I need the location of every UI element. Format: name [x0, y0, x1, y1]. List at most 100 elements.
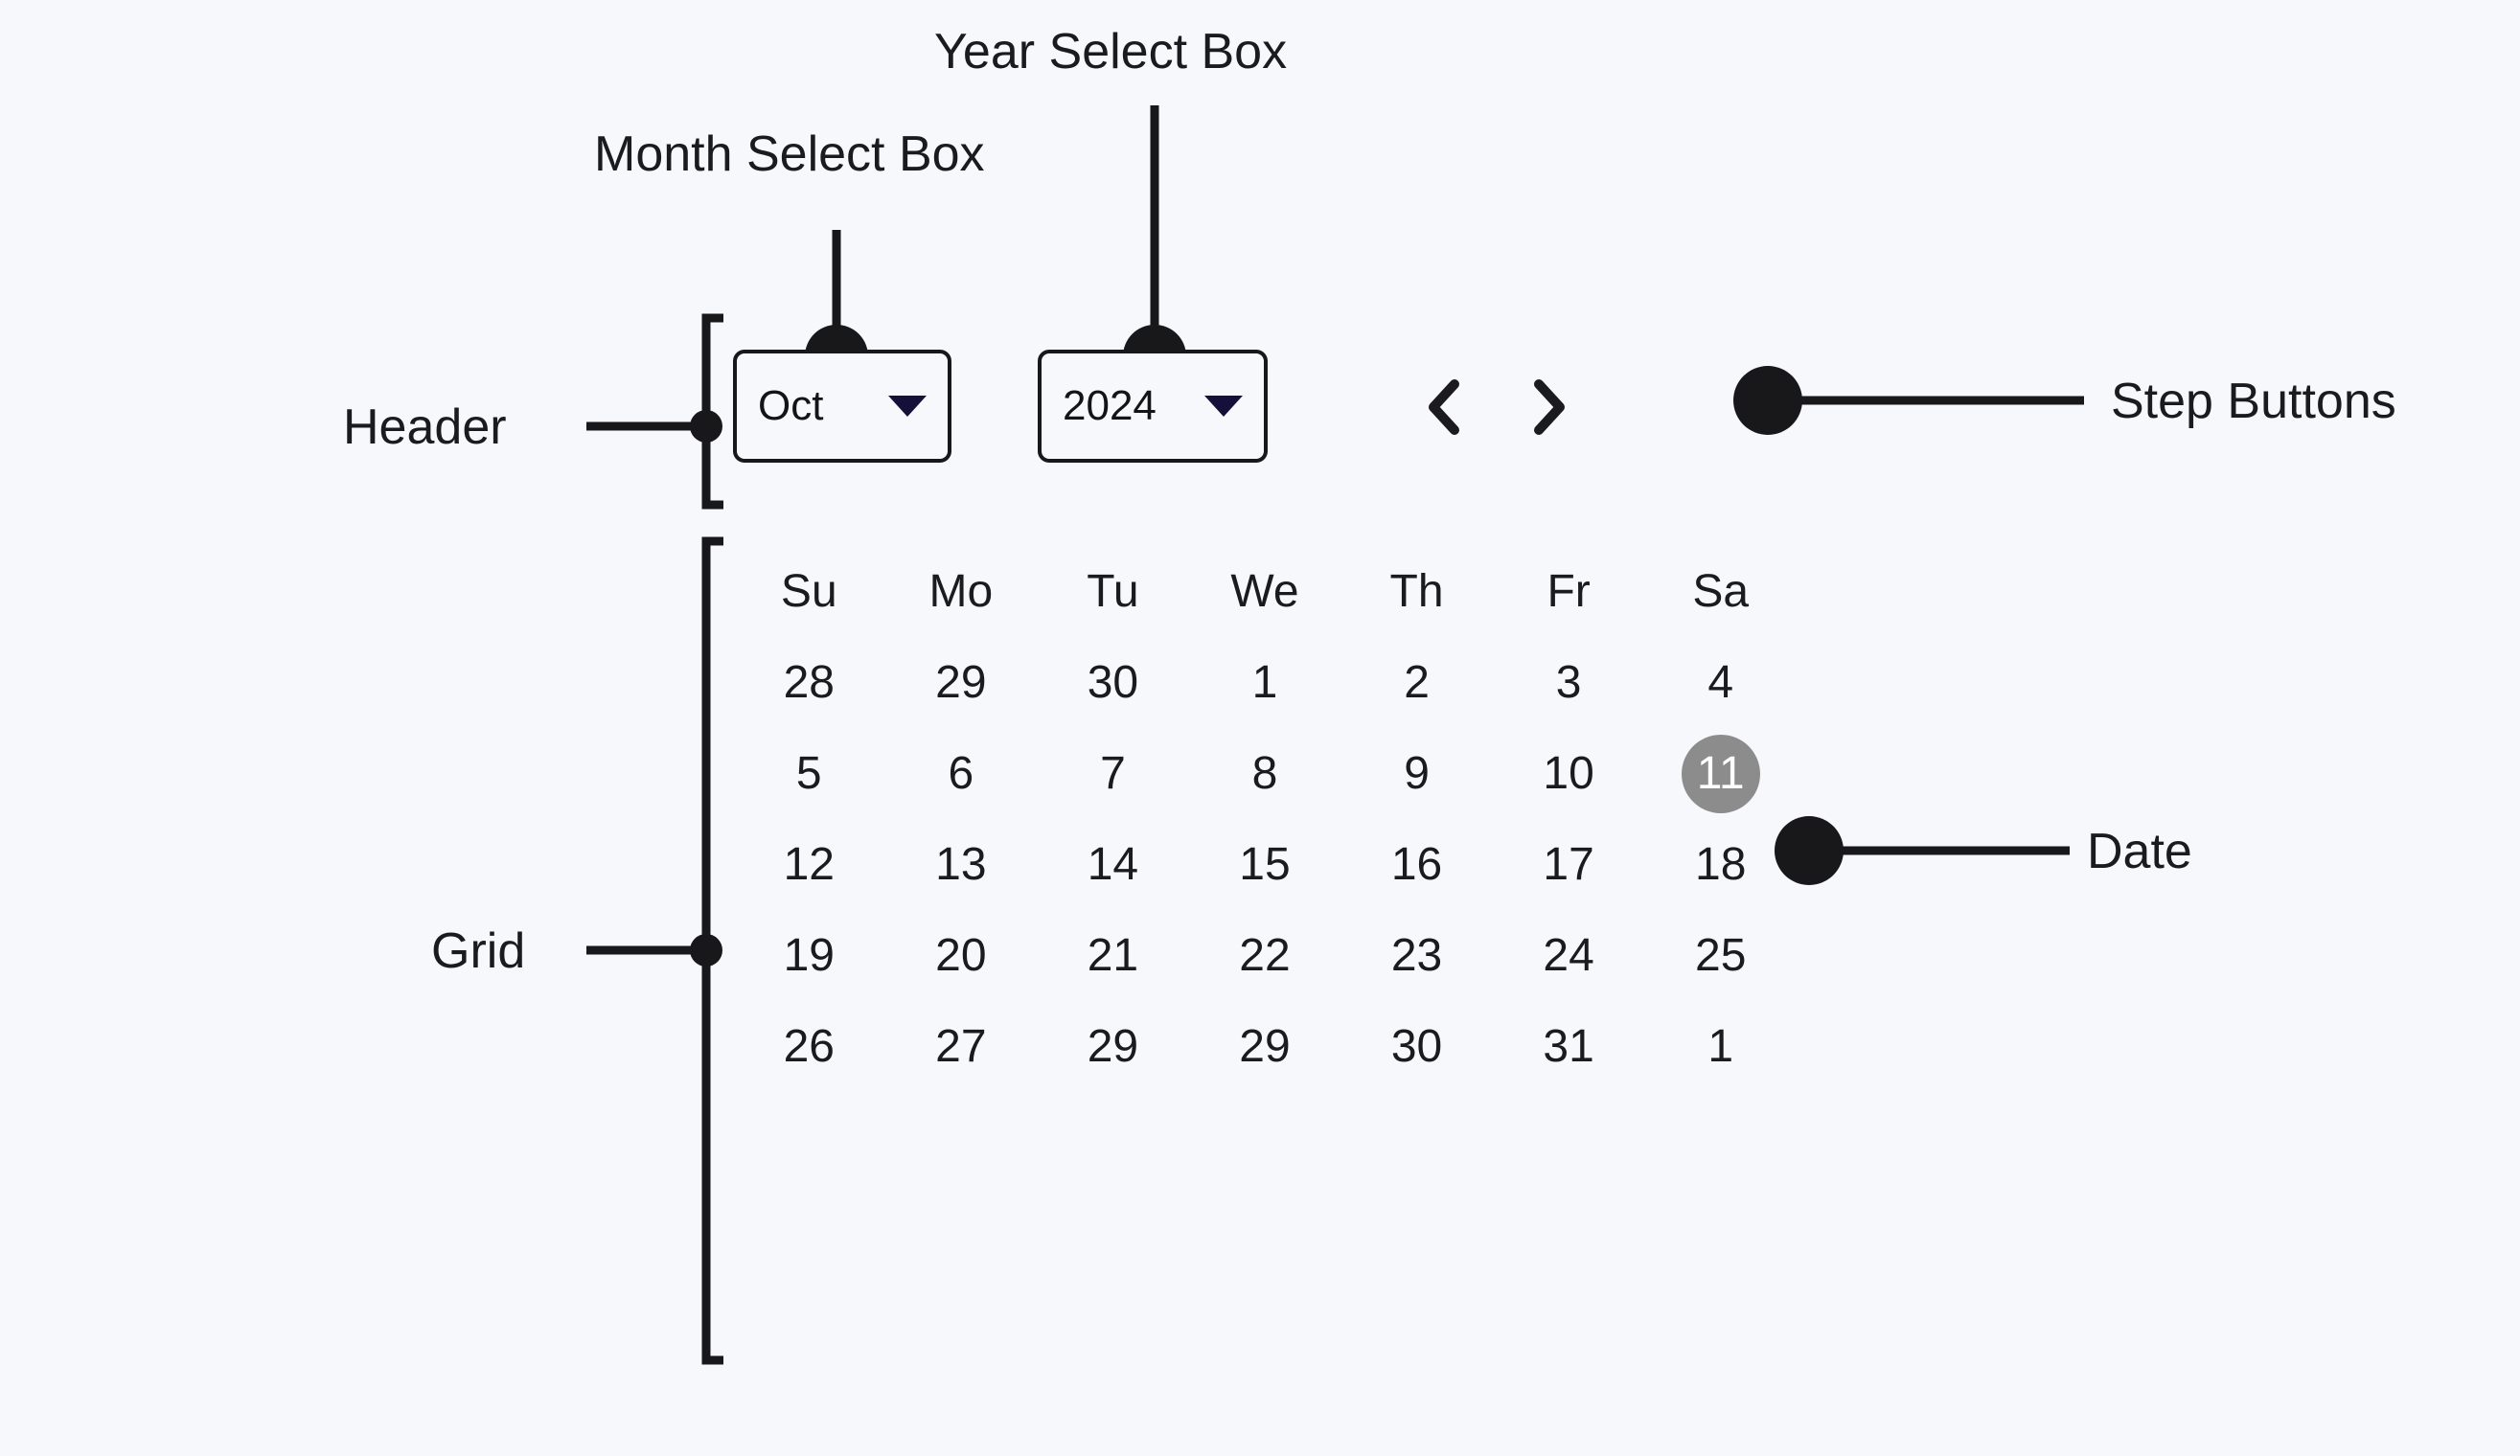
year-select-value: 2024	[1063, 382, 1157, 429]
week-row: 28 29 30 1 2 3 4	[733, 637, 1797, 728]
date-cell[interactable]: 30	[1037, 644, 1189, 722]
date-cell[interactable]: 13	[885, 826, 1038, 904]
date-cell[interactable]: 2	[1340, 644, 1493, 722]
date-cell[interactable]: 30	[1340, 1008, 1493, 1086]
day-of-week-header: Tu	[1087, 565, 1139, 617]
date-cell-label: 19	[783, 929, 835, 981]
date-cell[interactable]: 15	[1189, 826, 1341, 904]
date-cell-selected[interactable]: 11	[1644, 734, 1797, 813]
date-cell[interactable]: 29	[1189, 1008, 1341, 1086]
date-cell[interactable]: 31	[1493, 1008, 1645, 1086]
annotation-label-date: Date	[2087, 824, 2192, 879]
date-cell-label: 29	[1239, 1020, 1291, 1072]
date-cell[interactable]: 1	[1189, 644, 1341, 722]
day-of-week-header: Fr	[1546, 565, 1591, 617]
date-cell[interactable]: 12	[733, 826, 885, 904]
date-cell-label: 30	[1087, 656, 1139, 708]
date-cell[interactable]: 4	[1644, 644, 1797, 722]
date-cell[interactable]: 22	[1189, 917, 1341, 995]
date-cell-label: 28	[783, 656, 835, 708]
date-cell[interactable]: 29	[1037, 1008, 1189, 1086]
annotation-label-year-select-box: Year Select Box	[934, 24, 1288, 80]
date-cell[interactable]: 24	[1493, 917, 1645, 995]
date-cell[interactable]: 1	[1644, 1008, 1797, 1086]
date-cell-label: 14	[1087, 838, 1139, 890]
date-cell[interactable]: 23	[1340, 917, 1493, 995]
date-cell-label: 2	[1404, 656, 1430, 708]
date-cell-label: 8	[1251, 747, 1278, 799]
annotation-label-grid: Grid	[431, 923, 526, 979]
date-cell-label: 7	[1100, 747, 1126, 799]
day-of-week-header: Su	[780, 565, 837, 617]
date-cell[interactable]: 6	[885, 735, 1038, 813]
datepicker-header: Oct 2024	[733, 340, 1797, 484]
date-cell[interactable]: 20	[885, 917, 1038, 995]
date-cell-label: 11	[1681, 734, 1760, 813]
date-cell-label: 10	[1543, 747, 1594, 799]
day-of-week-header: Th	[1389, 565, 1444, 617]
day-of-week-header: Sa	[1692, 565, 1750, 617]
date-cell-label: 6	[948, 747, 974, 799]
date-cell-label: 20	[935, 929, 987, 981]
annotation-label-header: Header	[343, 399, 507, 455]
date-cell-label: 15	[1239, 838, 1291, 890]
date-cell-label: 26	[783, 1020, 835, 1072]
header-connector-dot	[690, 410, 722, 443]
date-cell-label: 16	[1390, 838, 1443, 890]
date-cell[interactable]: 28	[733, 644, 885, 722]
date-cell[interactable]: 16	[1340, 826, 1493, 904]
date-cell-label: 9	[1404, 747, 1430, 799]
grid-bracket	[701, 536, 723, 1365]
date-cell[interactable]: 21	[1037, 917, 1189, 995]
date-cell-label: 1	[1707, 1020, 1734, 1072]
date-cell[interactable]: 25	[1644, 917, 1797, 995]
week-row: 5 6 7 8 9 10 11	[733, 728, 1797, 819]
date-cell[interactable]: 29	[885, 644, 1038, 722]
date-cell-label: 12	[783, 838, 835, 890]
annotation-label-month-select-box: Month Select Box	[594, 126, 985, 182]
date-cell[interactable]: 17	[1493, 826, 1645, 904]
annotation-label-step-buttons: Step Buttons	[2111, 374, 2396, 429]
chevron-down-icon	[888, 396, 927, 417]
next-month-step-button[interactable]	[1509, 367, 1590, 447]
date-cell[interactable]: 27	[885, 1008, 1038, 1086]
date-cell-label: 27	[935, 1020, 987, 1072]
month-select-box[interactable]: Oct	[733, 350, 951, 463]
chevron-down-icon	[1204, 396, 1243, 417]
date-cell-label: 24	[1543, 929, 1594, 981]
date-cell-label: 1	[1251, 656, 1278, 708]
date-cell[interactable]: 18	[1644, 826, 1797, 904]
date-cell-label: 25	[1695, 929, 1747, 981]
date-cell-label: 18	[1695, 838, 1747, 890]
date-cell-label: 4	[1707, 656, 1734, 708]
date-cell[interactable]: 19	[733, 917, 885, 995]
prev-month-step-button[interactable]	[1404, 367, 1484, 447]
date-cell[interactable]: 26	[733, 1008, 885, 1086]
year-select-box[interactable]: 2024	[1038, 350, 1268, 463]
date-cell[interactable]: 10	[1493, 735, 1645, 813]
date-cell[interactable]: 7	[1037, 735, 1189, 813]
date-cell[interactable]: 9	[1340, 735, 1493, 813]
date-cell-label: 23	[1390, 929, 1443, 981]
date-cell-label: 17	[1543, 838, 1594, 890]
date-cell[interactable]: 5	[733, 735, 885, 813]
month-select-value: Oct	[758, 382, 824, 429]
week-row: 26 27 29 29 30 31 1	[733, 1001, 1797, 1092]
date-cell-label: 29	[1087, 1020, 1139, 1072]
date-cell-label: 29	[935, 656, 987, 708]
date-cell[interactable]: 3	[1493, 644, 1645, 722]
date-cell[interactable]: 8	[1189, 735, 1341, 813]
date-cell-label: 30	[1390, 1020, 1443, 1072]
day-of-week-header: Mo	[928, 565, 994, 617]
date-cell-label: 13	[935, 838, 987, 890]
date-cell[interactable]: 14	[1037, 826, 1189, 904]
chevron-right-icon	[1534, 379, 1565, 435]
chevron-left-icon	[1429, 379, 1459, 435]
grid-connector-dot	[690, 934, 722, 967]
